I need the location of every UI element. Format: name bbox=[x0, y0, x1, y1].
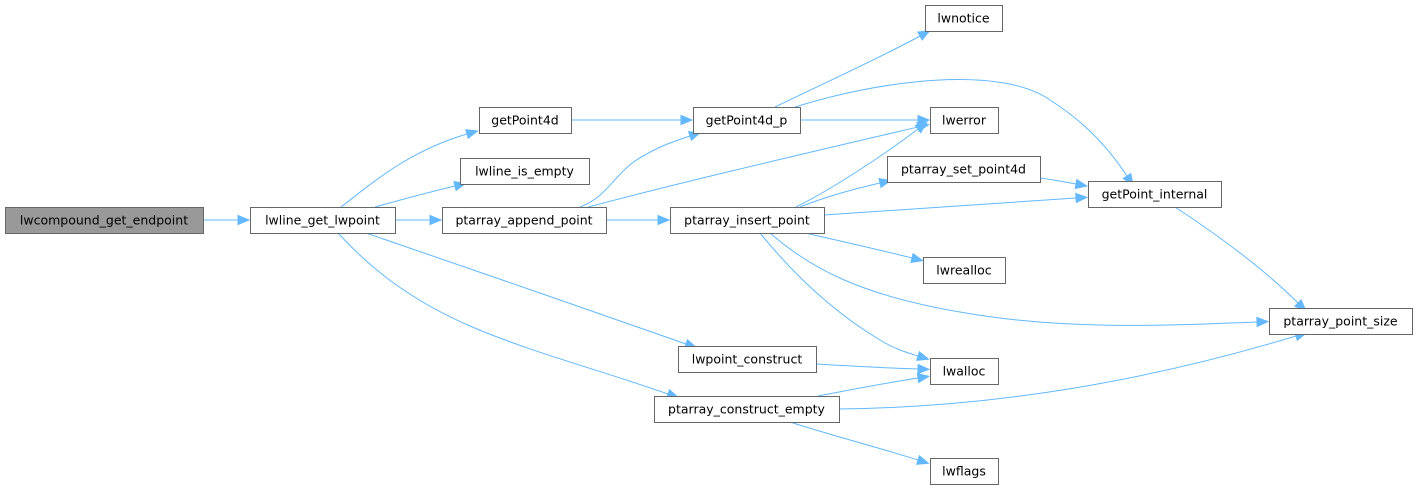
edge-ptarray_insert_point-to-ptarray_set_point4d bbox=[799, 177, 893, 208]
edge-ptarray_set_point4d-to-getPoint_internal bbox=[1039, 177, 1089, 190]
node-getPoint4d[interactable]: getPoint4d bbox=[479, 107, 572, 134]
edge-ptarray_construct_empty-to-lwflags bbox=[789, 421, 930, 465]
node-label: lwcompound_get_endpoint bbox=[20, 213, 188, 228]
edge-lwline_get_lwpoint-to-ptarray_construct_empty bbox=[337, 232, 680, 399]
arrowhead-icon bbox=[917, 363, 931, 375]
node-label: ptarray_point_size bbox=[1283, 314, 1398, 329]
edge-ptarray_insert_point-to-lwalloc bbox=[759, 232, 930, 361]
node-lwerror[interactable]: lwerror bbox=[930, 107, 999, 134]
node-label: ptarray_construct_empty bbox=[668, 402, 826, 417]
nodes-layer: lwcompound_get_endpoint lwline_get_lwpoin… bbox=[5, 5, 1413, 485]
arrowhead-icon bbox=[680, 114, 694, 126]
node-label: lwalloc bbox=[943, 364, 986, 379]
edge-lwline_get_lwpoint-to-getPoint4d bbox=[340, 129, 479, 208]
node-label: lwline_is_empty bbox=[475, 164, 574, 179]
arrowhead-icon bbox=[917, 30, 931, 41]
node-label: lwline_get_lwpoint bbox=[265, 213, 380, 228]
arrowhead-icon bbox=[915, 454, 930, 465]
edge-ptarray_insert_point-to-lwerror bbox=[795, 121, 928, 208]
edge-lwline_get_lwpoint-to-ptarray_append_point bbox=[395, 214, 443, 226]
arrowhead-icon bbox=[237, 214, 251, 226]
edge-ptarray_insert_point-to-ptarray_point_size bbox=[769, 232, 1270, 328]
node-lwrealloc[interactable]: lwrealloc bbox=[923, 257, 1006, 284]
arrowhead-icon bbox=[1075, 192, 1089, 204]
node-lwnotice[interactable]: lwnotice bbox=[925, 5, 1003, 32]
edge-getPoint4d_p-to-lwnotice bbox=[774, 30, 931, 108]
node-label: ptarray_set_point4d bbox=[901, 162, 1026, 177]
node-lwpoint_construct[interactable]: lwpoint_construct bbox=[678, 346, 817, 373]
edge-getPoint_internal-to-ptarray_point_size bbox=[1174, 206, 1307, 312]
arrowhead-icon bbox=[910, 252, 924, 263]
edge-ptarray_insert_point-to-getPoint_internal bbox=[823, 192, 1089, 216]
node-ptarray_set_point4d[interactable]: ptarray_set_point4d bbox=[887, 156, 1041, 183]
node-ptarray_construct_empty[interactable]: ptarray_construct_empty bbox=[654, 396, 840, 423]
node-label: lwerror bbox=[942, 113, 987, 128]
edge-lwcompound_get_endpoint-to-lwline_get_lwpoint bbox=[203, 214, 251, 226]
edge-lwpoint_construct-to-lwalloc bbox=[815, 363, 931, 375]
edge-lwline_get_lwpoint-to-lwpoint_construct bbox=[365, 232, 698, 349]
node-ptarray_append_point[interactable]: ptarray_append_point bbox=[442, 207, 607, 234]
edge-ptarray_construct_empty-to-ptarray_point_size bbox=[838, 331, 1308, 410]
arrowhead-icon bbox=[917, 114, 931, 126]
edge-ptarray_construct_empty-to-lwalloc bbox=[817, 372, 931, 397]
edge-ptarray_insert_point-to-lwrealloc bbox=[804, 232, 924, 263]
arrowhead-icon bbox=[657, 214, 671, 226]
node-label: lwflags bbox=[942, 464, 986, 479]
node-label: getPoint4d_p bbox=[706, 113, 788, 128]
node-ptarray_insert_point[interactable]: ptarray_insert_point bbox=[670, 207, 825, 234]
node-lwalloc[interactable]: lwalloc bbox=[930, 358, 999, 385]
node-ptarray_point_size[interactable]: ptarray_point_size bbox=[1269, 308, 1413, 335]
arrowhead-icon bbox=[915, 350, 930, 361]
node-label: getPoint_internal bbox=[1102, 187, 1208, 202]
node-getPoint4d_p[interactable]: getPoint4d_p bbox=[693, 107, 801, 134]
edge-ptarray_append_point-to-lwerror bbox=[587, 122, 930, 208]
arrowhead-icon bbox=[914, 121, 928, 134]
arrowhead-icon bbox=[465, 129, 479, 140]
node-label: lwpoint_construct bbox=[692, 352, 803, 367]
edge-ptarray_append_point-to-ptarray_insert_point bbox=[606, 214, 671, 226]
node-lwline_get_lwpoint[interactable]: lwline_get_lwpoint bbox=[250, 207, 396, 234]
node-label: ptarray_append_point bbox=[455, 213, 592, 228]
arrowhead-icon bbox=[1074, 178, 1089, 190]
node-getPoint_internal[interactable]: getPoint_internal bbox=[1088, 181, 1222, 208]
edges-layer bbox=[203, 30, 1308, 465]
node-lwflags[interactable]: lwflags bbox=[930, 458, 999, 485]
edge-lwline_get_lwpoint-to-lwline_is_empty bbox=[374, 181, 467, 208]
arrowhead-icon bbox=[1256, 316, 1270, 328]
node-lwcompound_get_endpoint: lwcompound_get_endpoint bbox=[5, 207, 204, 234]
arrowhead-icon bbox=[916, 372, 931, 384]
node-lwline_is_empty[interactable]: lwline_is_empty bbox=[460, 158, 590, 185]
node-label: getPoint4d bbox=[491, 113, 558, 128]
edge-getPoint4d-to-getPoint4d_p bbox=[571, 114, 694, 126]
edge-ptarray_append_point-to-getPoint4d_p bbox=[579, 131, 702, 208]
node-label: lwrealloc bbox=[936, 263, 992, 278]
node-label: ptarray_insert_point bbox=[684, 213, 810, 228]
edge-getPoint4d_p-to-lwerror bbox=[800, 114, 931, 126]
node-label: lwnotice bbox=[937, 11, 990, 26]
arrowhead-icon bbox=[429, 214, 443, 226]
